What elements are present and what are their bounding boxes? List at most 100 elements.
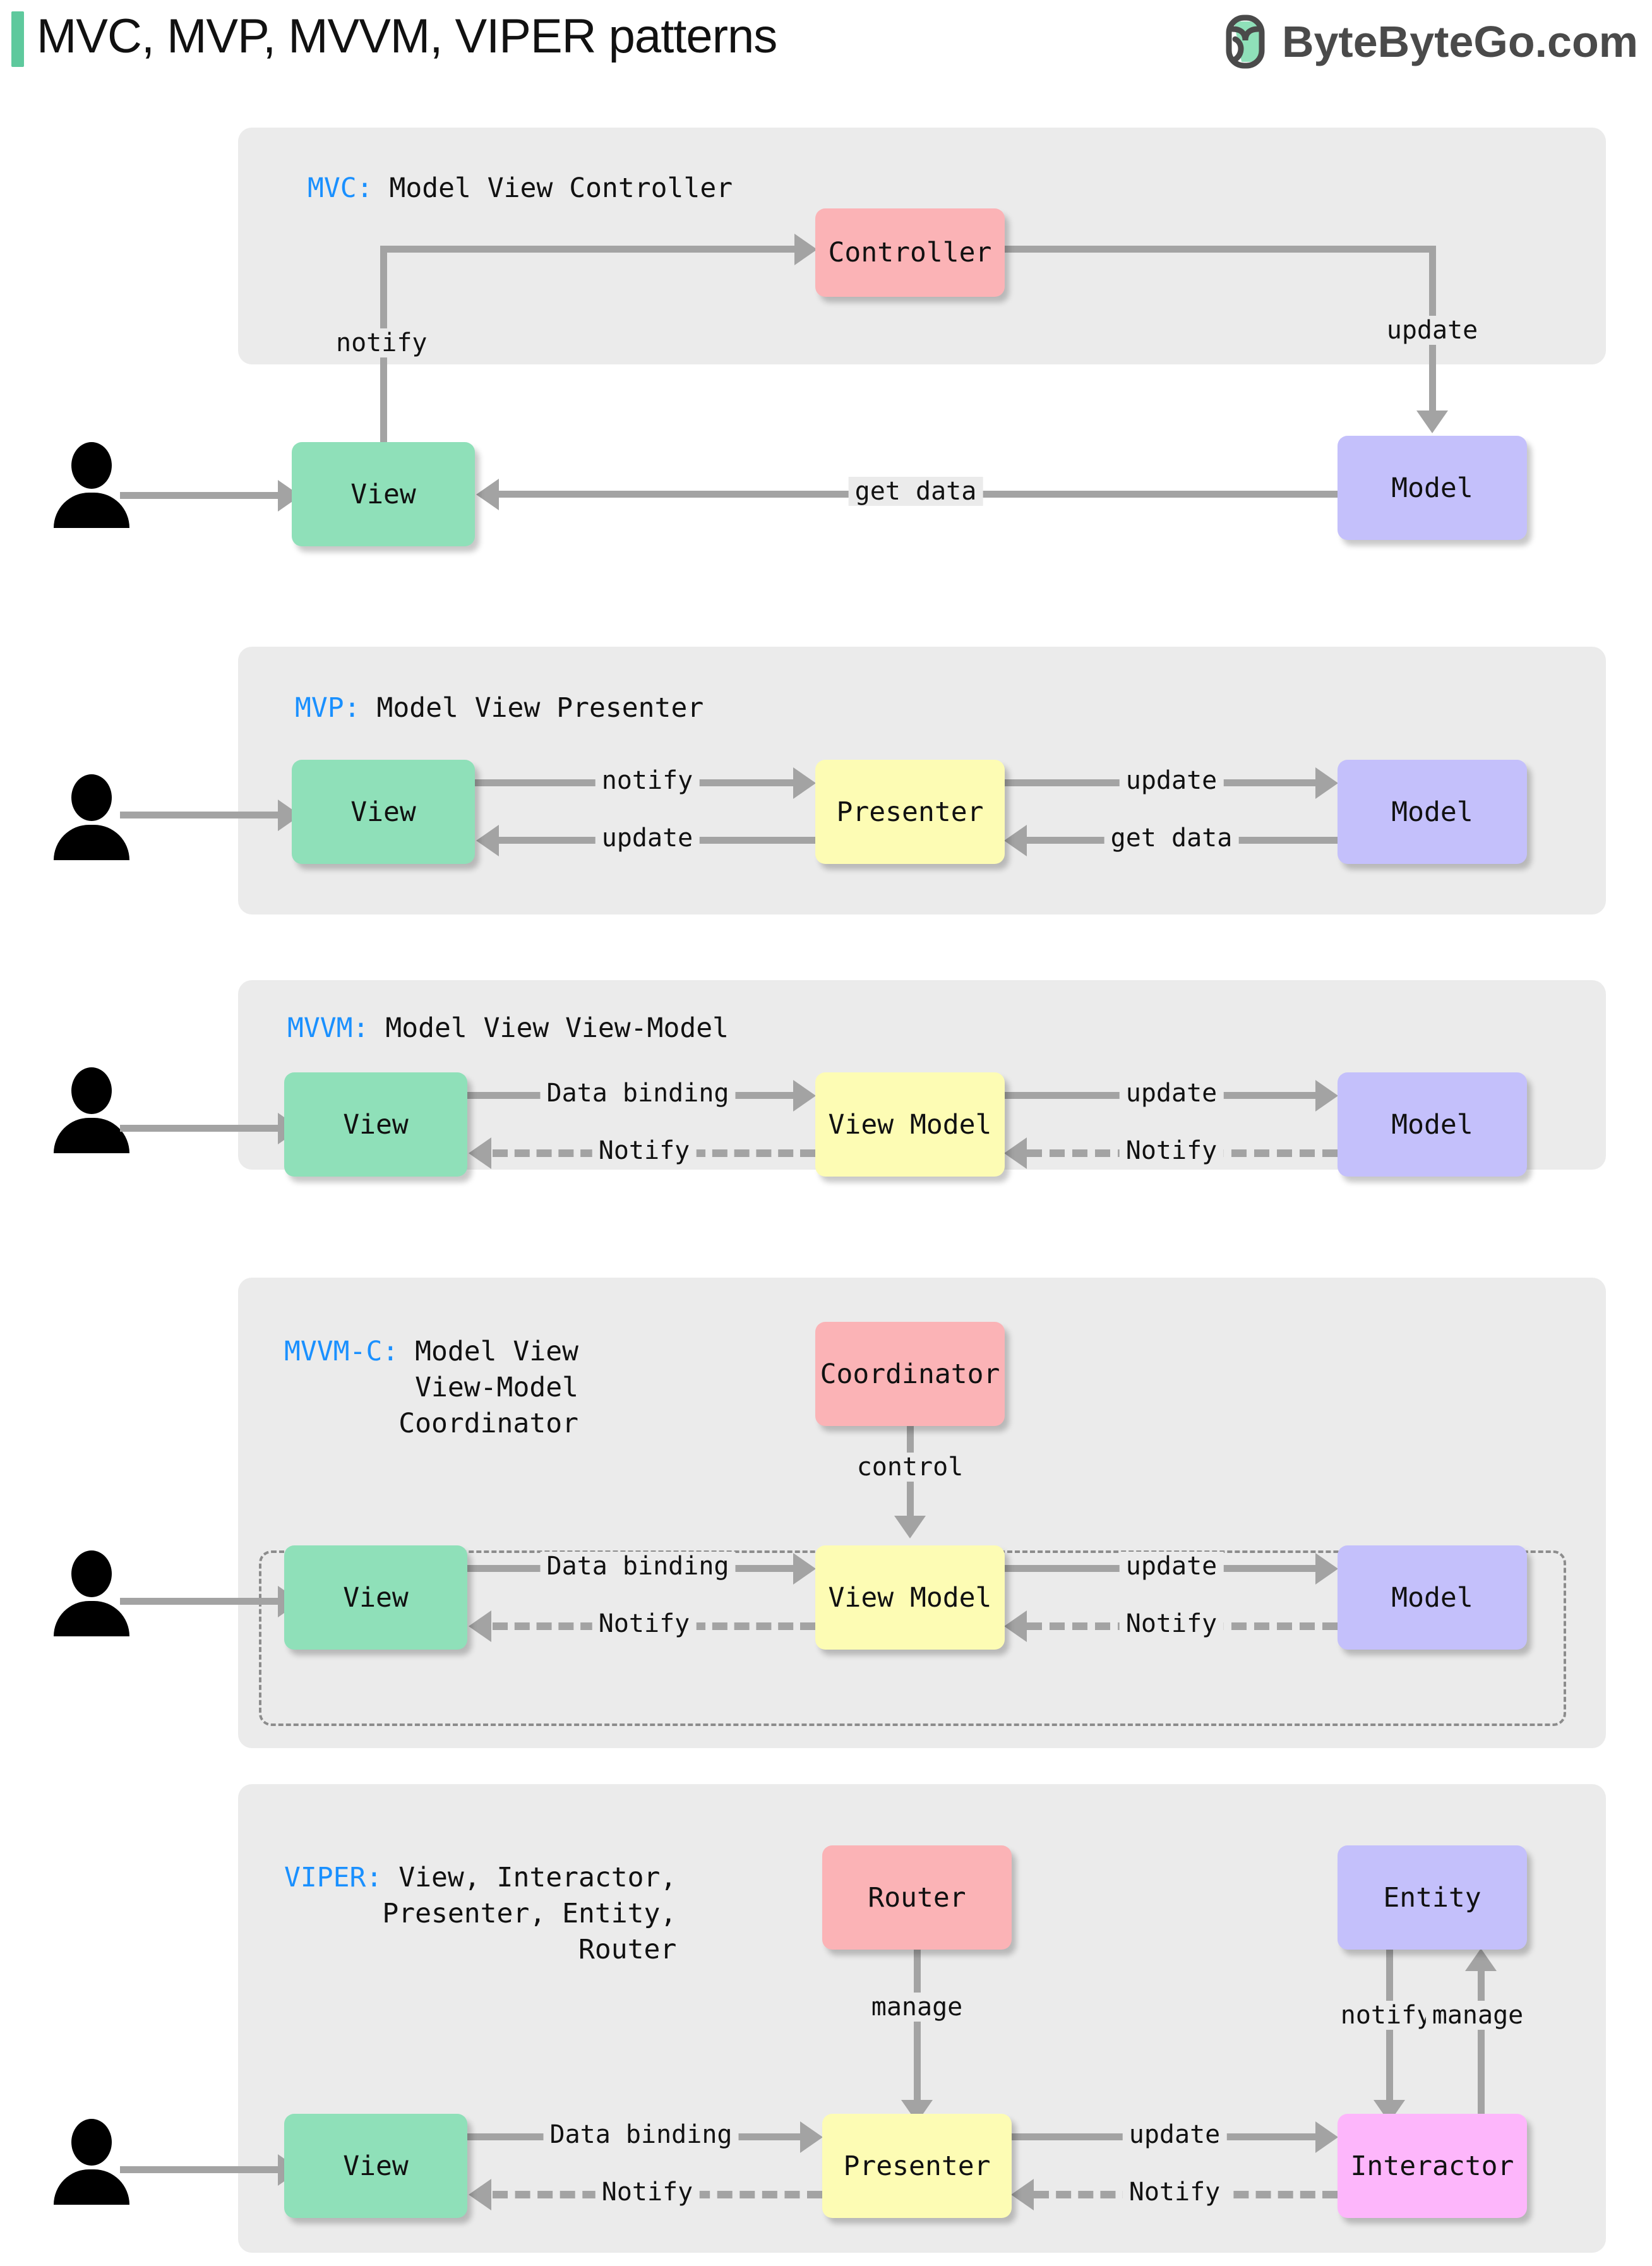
label-notify-entity-viper: notify — [1334, 2001, 1439, 2030]
avatar-head — [71, 774, 112, 821]
arrowhead-notify-left-viper — [469, 2179, 491, 2210]
arrowhead-update-right-mvp — [1315, 767, 1338, 799]
panel-title-line-1: Model View — [398, 1336, 578, 1367]
node-label: Controller — [828, 237, 992, 268]
connector-user-view-mvp — [120, 812, 278, 818]
arrowhead-update-mvvm — [1315, 1080, 1338, 1112]
node-viewmodel-mvvmc: View Model — [815, 1545, 1005, 1650]
panel-title-line-3: Router — [578, 1933, 677, 1965]
avatar-body — [54, 1601, 129, 1636]
label-notify-right-viper: Notify — [1122, 2178, 1227, 2207]
avatar-head — [71, 442, 112, 489]
avatar-body — [54, 825, 129, 860]
user-avatar-mvp — [54, 774, 129, 860]
label-databinding-mvvmc: Data binding — [540, 1552, 736, 1581]
label-databinding-viper: Data binding — [543, 2120, 739, 2149]
node-label: Model — [1391, 796, 1473, 828]
node-label: View — [350, 796, 416, 828]
arrowhead-notify-left-mvvmc — [469, 1610, 491, 1642]
arrowhead-notify-right-mvvmc — [1004, 1610, 1027, 1642]
arrowhead-control-mvvmc — [894, 1516, 926, 1538]
node-label: Model — [1391, 472, 1473, 504]
avatar-body — [54, 2169, 129, 2205]
arrowhead-update-left-mvp — [476, 825, 499, 856]
arrowhead-notify-mvc — [794, 234, 817, 265]
label-notify-mvp: notify — [595, 766, 700, 795]
panel-tag-mvvm: MVVM: — [287, 1012, 369, 1044]
label-update-right-mvp: update — [1119, 766, 1224, 795]
node-label: Presenter — [843, 2150, 991, 2182]
panel-title-line-1: View, Interactor, — [382, 1862, 677, 1893]
connector-manage-router-viper — [914, 1950, 921, 2104]
avatar-head — [71, 1067, 112, 1114]
arrowhead-notify-mvp — [793, 767, 816, 799]
arrowhead-databinding-mvvm — [793, 1080, 816, 1112]
node-label: View — [343, 1581, 409, 1614]
panel-title-text-mvvm: Model View View-Model — [369, 1012, 729, 1044]
label-notify-left-mvvm: Notify — [592, 1136, 697, 1165]
connector-user-view-viper — [120, 2166, 278, 2173]
user-avatar-mvc — [54, 442, 129, 528]
label-update-mvvmc: update — [1119, 1552, 1224, 1581]
node-coordinator-mvvmc: Coordinator — [815, 1322, 1005, 1426]
node-presenter-viper: Presenter — [822, 2114, 1012, 2218]
page-header: MVC, MVP, MVVM, VIPER patterns ByteByteG… — [0, 0, 1652, 107]
node-entity-viper: Entity — [1338, 1845, 1527, 1950]
connector-user-view-mvc — [120, 492, 278, 499]
connector-user-view-mvvm — [120, 1125, 278, 1132]
panel-tag-mvvmc: MVVM-C: — [284, 1336, 399, 1367]
node-label: Entity — [1383, 1881, 1481, 1914]
node-controller-mvc: Controller — [815, 208, 1005, 297]
connector-notify-horiz-mvc — [380, 246, 803, 253]
node-model-mvvm: Model — [1338, 1072, 1527, 1177]
panel-tag-mvp: MVP: — [295, 692, 361, 724]
accent-bar — [11, 11, 24, 67]
label-manage-router-viper: manage — [865, 1993, 969, 2022]
label-update-viper: update — [1122, 2120, 1227, 2149]
node-model-mvvmc: Model — [1338, 1545, 1527, 1650]
node-label: Presenter — [836, 796, 984, 828]
node-label: View — [343, 1108, 409, 1141]
panel-title-mvp: MVP: Model View Presenter — [295, 690, 703, 726]
label-control-mvvmc: control — [850, 1453, 970, 1482]
label-getdata-mvp: get data — [1104, 824, 1239, 853]
arrowhead-databinding-viper — [800, 2121, 823, 2153]
node-label: View Model — [828, 1581, 992, 1614]
avatar-head — [71, 2119, 112, 2166]
user-avatar-viper — [54, 2119, 129, 2205]
panel-title-line-2: Presenter, Entity, — [382, 1897, 677, 1929]
node-view-mvp: View — [292, 760, 475, 864]
connector-manage-entity-viper — [1478, 1970, 1485, 2125]
node-label: Interactor — [1350, 2150, 1514, 2182]
avatar-body — [54, 493, 129, 528]
page-title: MVC, MVP, MVVM, VIPER patterns — [37, 9, 777, 63]
user-avatar-mvvm — [54, 1067, 129, 1153]
label-databinding-mvvm: Data binding — [540, 1079, 736, 1108]
panel-title-mvvm: MVVM: Model View View-Model — [287, 1010, 729, 1046]
arrowhead-update-mvc — [1416, 411, 1448, 433]
node-label: View — [343, 2150, 409, 2182]
panel-tag-viper: VIPER: — [284, 1862, 383, 1893]
label-getdata-mvc: get data — [848, 477, 983, 506]
node-label: View — [350, 478, 416, 510]
arrowhead-getdata-mvc — [476, 479, 499, 510]
avatar-head — [71, 1550, 112, 1597]
label-update-mvvm: update — [1119, 1079, 1224, 1108]
avatar-body — [54, 1118, 129, 1153]
node-label: Coordinator — [820, 1358, 1000, 1390]
node-view-mvc: View — [292, 442, 475, 546]
node-view-mvvm: View — [284, 1072, 467, 1177]
label-notify-right-mvvmc: Notify — [1119, 1609, 1224, 1638]
node-label: Router — [868, 1881, 966, 1914]
panel-title-text-mvp: Model View Presenter — [360, 692, 704, 724]
arrowhead-update-mvvmc — [1315, 1553, 1338, 1585]
node-label: Model — [1391, 1108, 1473, 1141]
panel-title-mvc: MVC: Model View Controller — [308, 171, 733, 207]
arrowhead-databinding-mvvmc — [793, 1553, 816, 1585]
user-avatar-mvvmc — [54, 1550, 129, 1636]
node-interactor-viper: Interactor — [1338, 2114, 1527, 2218]
arrowhead-getdata-mvp — [1004, 825, 1027, 856]
node-label: View Model — [828, 1108, 992, 1141]
panel-title-line-3: Coordinator — [398, 1407, 578, 1439]
